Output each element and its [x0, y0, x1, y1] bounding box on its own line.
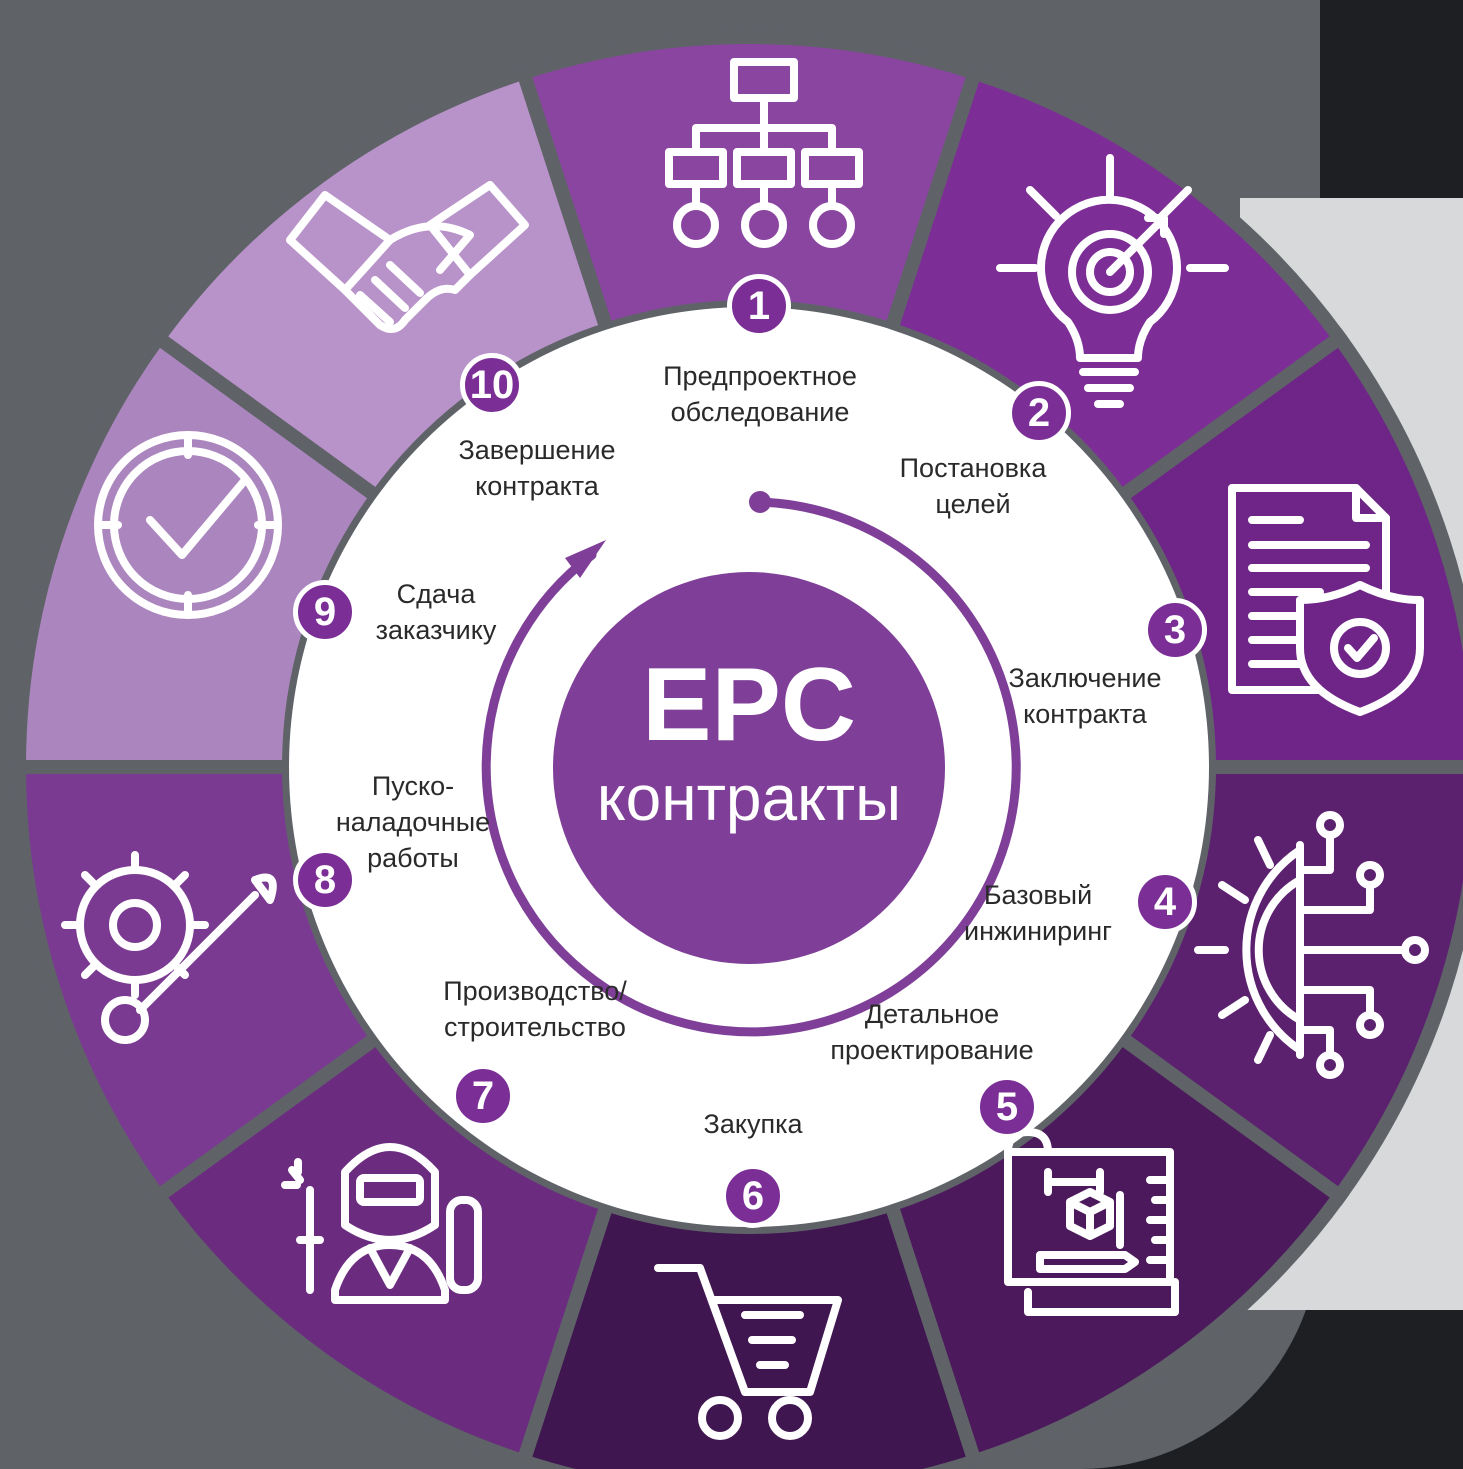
stage-number-badge: 8: [293, 848, 357, 912]
stage-number-badge: 3: [1143, 598, 1207, 662]
stage-number-badge: 5: [975, 1075, 1039, 1139]
stage-label: Детальное проектирование: [830, 999, 1034, 1065]
stage-number-badge: 6: [721, 1164, 785, 1228]
stage-label: Базовый инжиниринг: [964, 880, 1112, 946]
target-bulb-icon: [996, 154, 1229, 408]
stage-number-badge: 2: [1007, 381, 1071, 445]
stage-label: Предпроектное обследование: [663, 361, 857, 427]
stage-number-badge: 1: [727, 274, 791, 338]
welder-icon: [281, 1143, 482, 1304]
stage-label: Завершение контракта: [458, 435, 616, 501]
stage-number-badge: 10: [460, 353, 524, 417]
stage-number-badge: 7: [451, 1064, 515, 1128]
stage-label: Производство/ строительство: [443, 976, 627, 1042]
center-circle: [553, 572, 945, 964]
stage-label: Сдача заказчику: [375, 579, 497, 645]
gear-wrench-icon: [61, 851, 277, 1044]
handshake-icon: [286, 181, 529, 333]
org-chart-icon: [665, 58, 863, 248]
stage-number-badge: 4: [1133, 870, 1197, 934]
gear-circuit-icon: [1194, 811, 1429, 1079]
clock-check-icon: [94, 431, 282, 619]
center-title: EPC: [642, 647, 856, 763]
stage-label: Закупка: [703, 1109, 803, 1139]
cycle-arrow: [481, 491, 1021, 1037]
contract-shield-icon: [1228, 484, 1424, 716]
stage-number-badge: 9: [293, 580, 357, 644]
stage-label: Заключение контракта: [1008, 663, 1162, 729]
stage-label: Постановка целей: [899, 453, 1047, 519]
blueprint-icon: [1004, 1128, 1179, 1316]
stage-label: Пуско- наладочные работы: [335, 771, 491, 873]
shopping-cart-icon: [654, 1264, 842, 1440]
center-subtitle: контракты: [596, 762, 902, 834]
